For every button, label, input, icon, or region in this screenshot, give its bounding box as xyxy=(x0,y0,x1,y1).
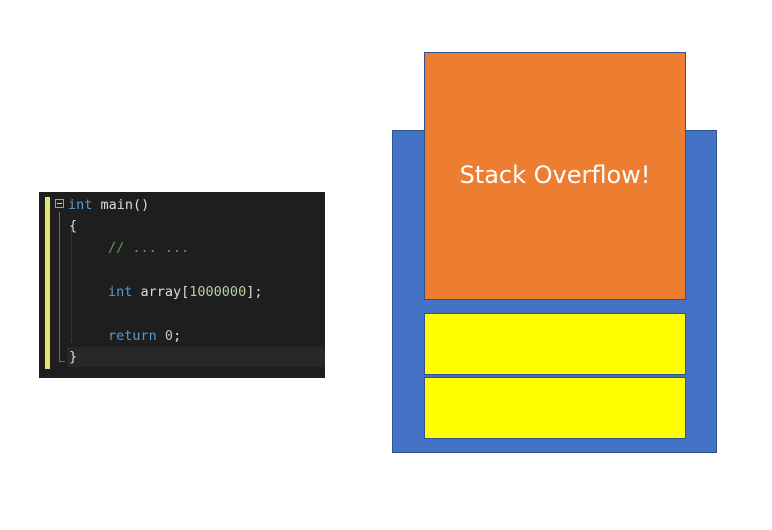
keyword-int: int xyxy=(68,197,93,213)
stack-overflow-label: Stack Overflow! xyxy=(459,161,651,189)
code-line-3: // ... ... xyxy=(108,238,189,258)
return-value-number: 0 xyxy=(164,328,174,344)
outline-gutter-end xyxy=(59,361,65,362)
stack-overflow-block: Stack Overflow! xyxy=(424,52,686,300)
code-comment: // ... ... xyxy=(108,240,190,256)
stack-slot xyxy=(424,313,686,375)
stack-slot xyxy=(424,377,686,439)
code-line-2: { xyxy=(69,216,77,236)
open-brace: { xyxy=(69,218,78,234)
code-editor-panel: int main() { // ... ... int array[100000… xyxy=(39,192,325,378)
code-line-6: } xyxy=(69,347,77,367)
code-line-5: return 0; xyxy=(108,326,181,346)
function-signature: main() xyxy=(92,197,150,213)
indent-guide xyxy=(71,226,73,342)
keyword-int: int xyxy=(108,284,133,300)
statement-end: ; xyxy=(173,328,182,344)
change-indicator-bar xyxy=(45,197,50,369)
keyword-return: return xyxy=(108,328,157,344)
statement-end: ]; xyxy=(246,284,263,300)
collapse-icon[interactable] xyxy=(55,199,64,208)
code-line-1: int main() xyxy=(68,195,149,215)
close-brace: } xyxy=(69,349,78,365)
code-line-4: int array[1000000]; xyxy=(108,282,262,302)
array-size-number: 1000000 xyxy=(189,284,247,300)
outline-gutter-line xyxy=(59,212,60,362)
array-identifier: array[ xyxy=(132,284,190,300)
current-line-highlight xyxy=(67,347,325,367)
return-space xyxy=(157,328,165,344)
